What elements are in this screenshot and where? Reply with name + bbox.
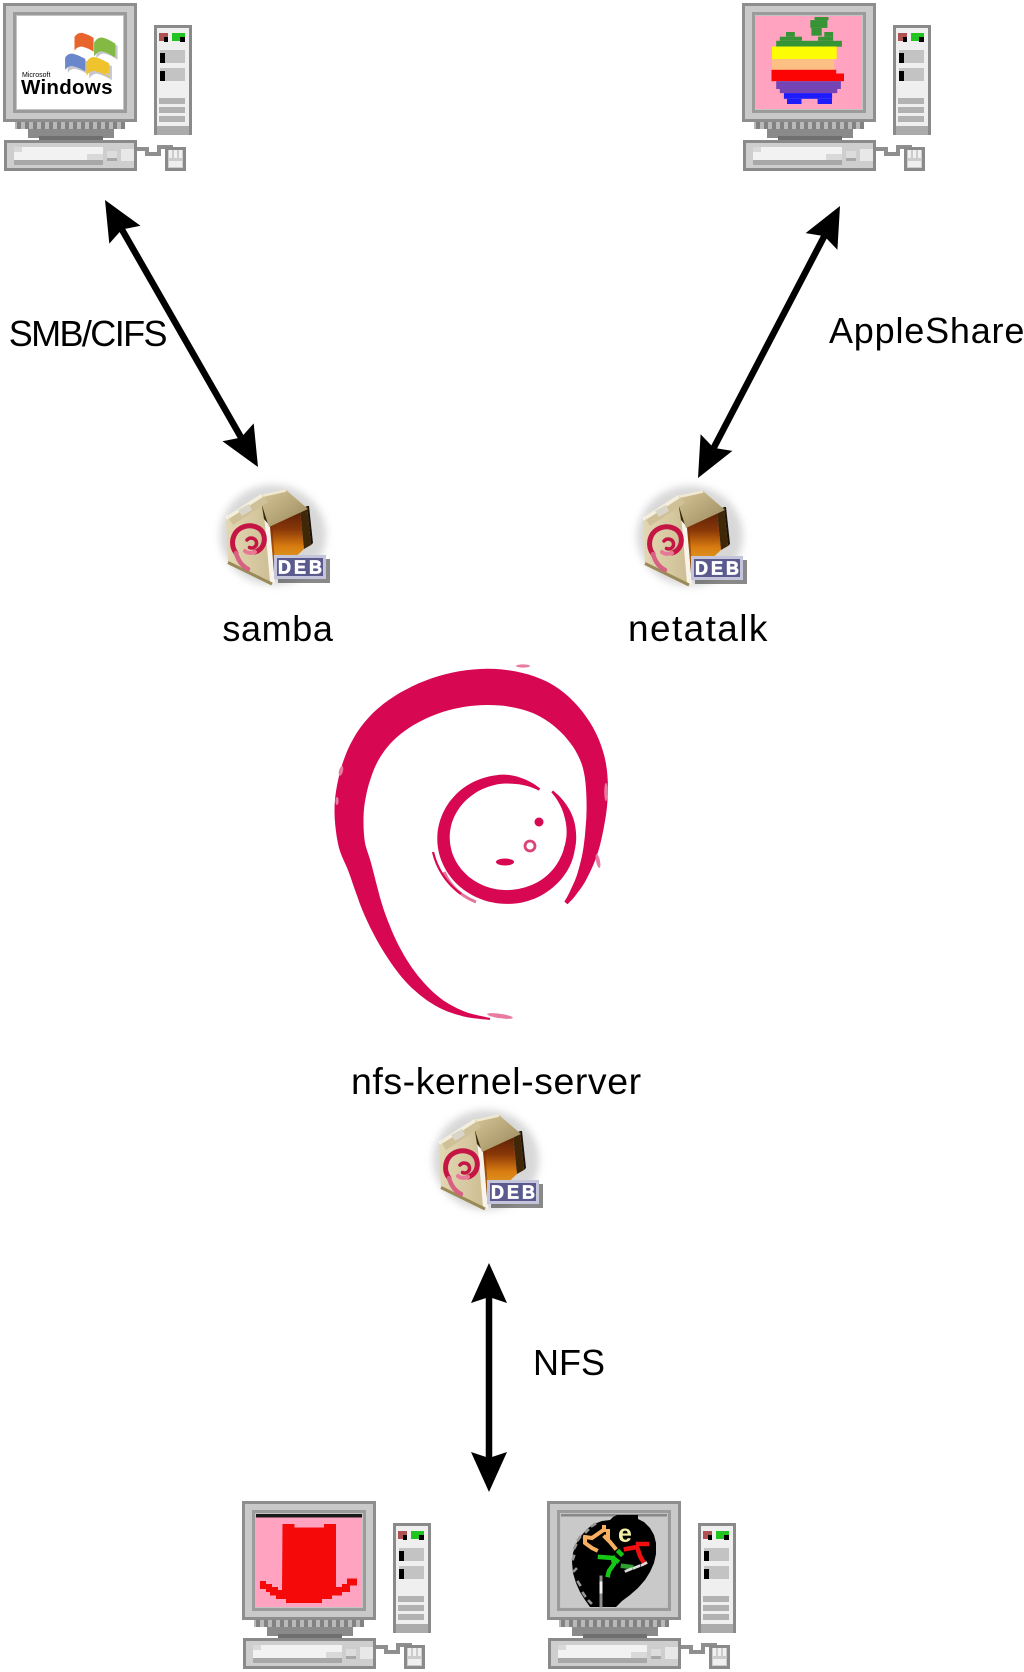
- svg-text:Microsoft: Microsoft: [22, 72, 50, 79]
- svg-text:Windows: Windows: [21, 76, 112, 99]
- svg-text:e: e: [618, 1520, 632, 1548]
